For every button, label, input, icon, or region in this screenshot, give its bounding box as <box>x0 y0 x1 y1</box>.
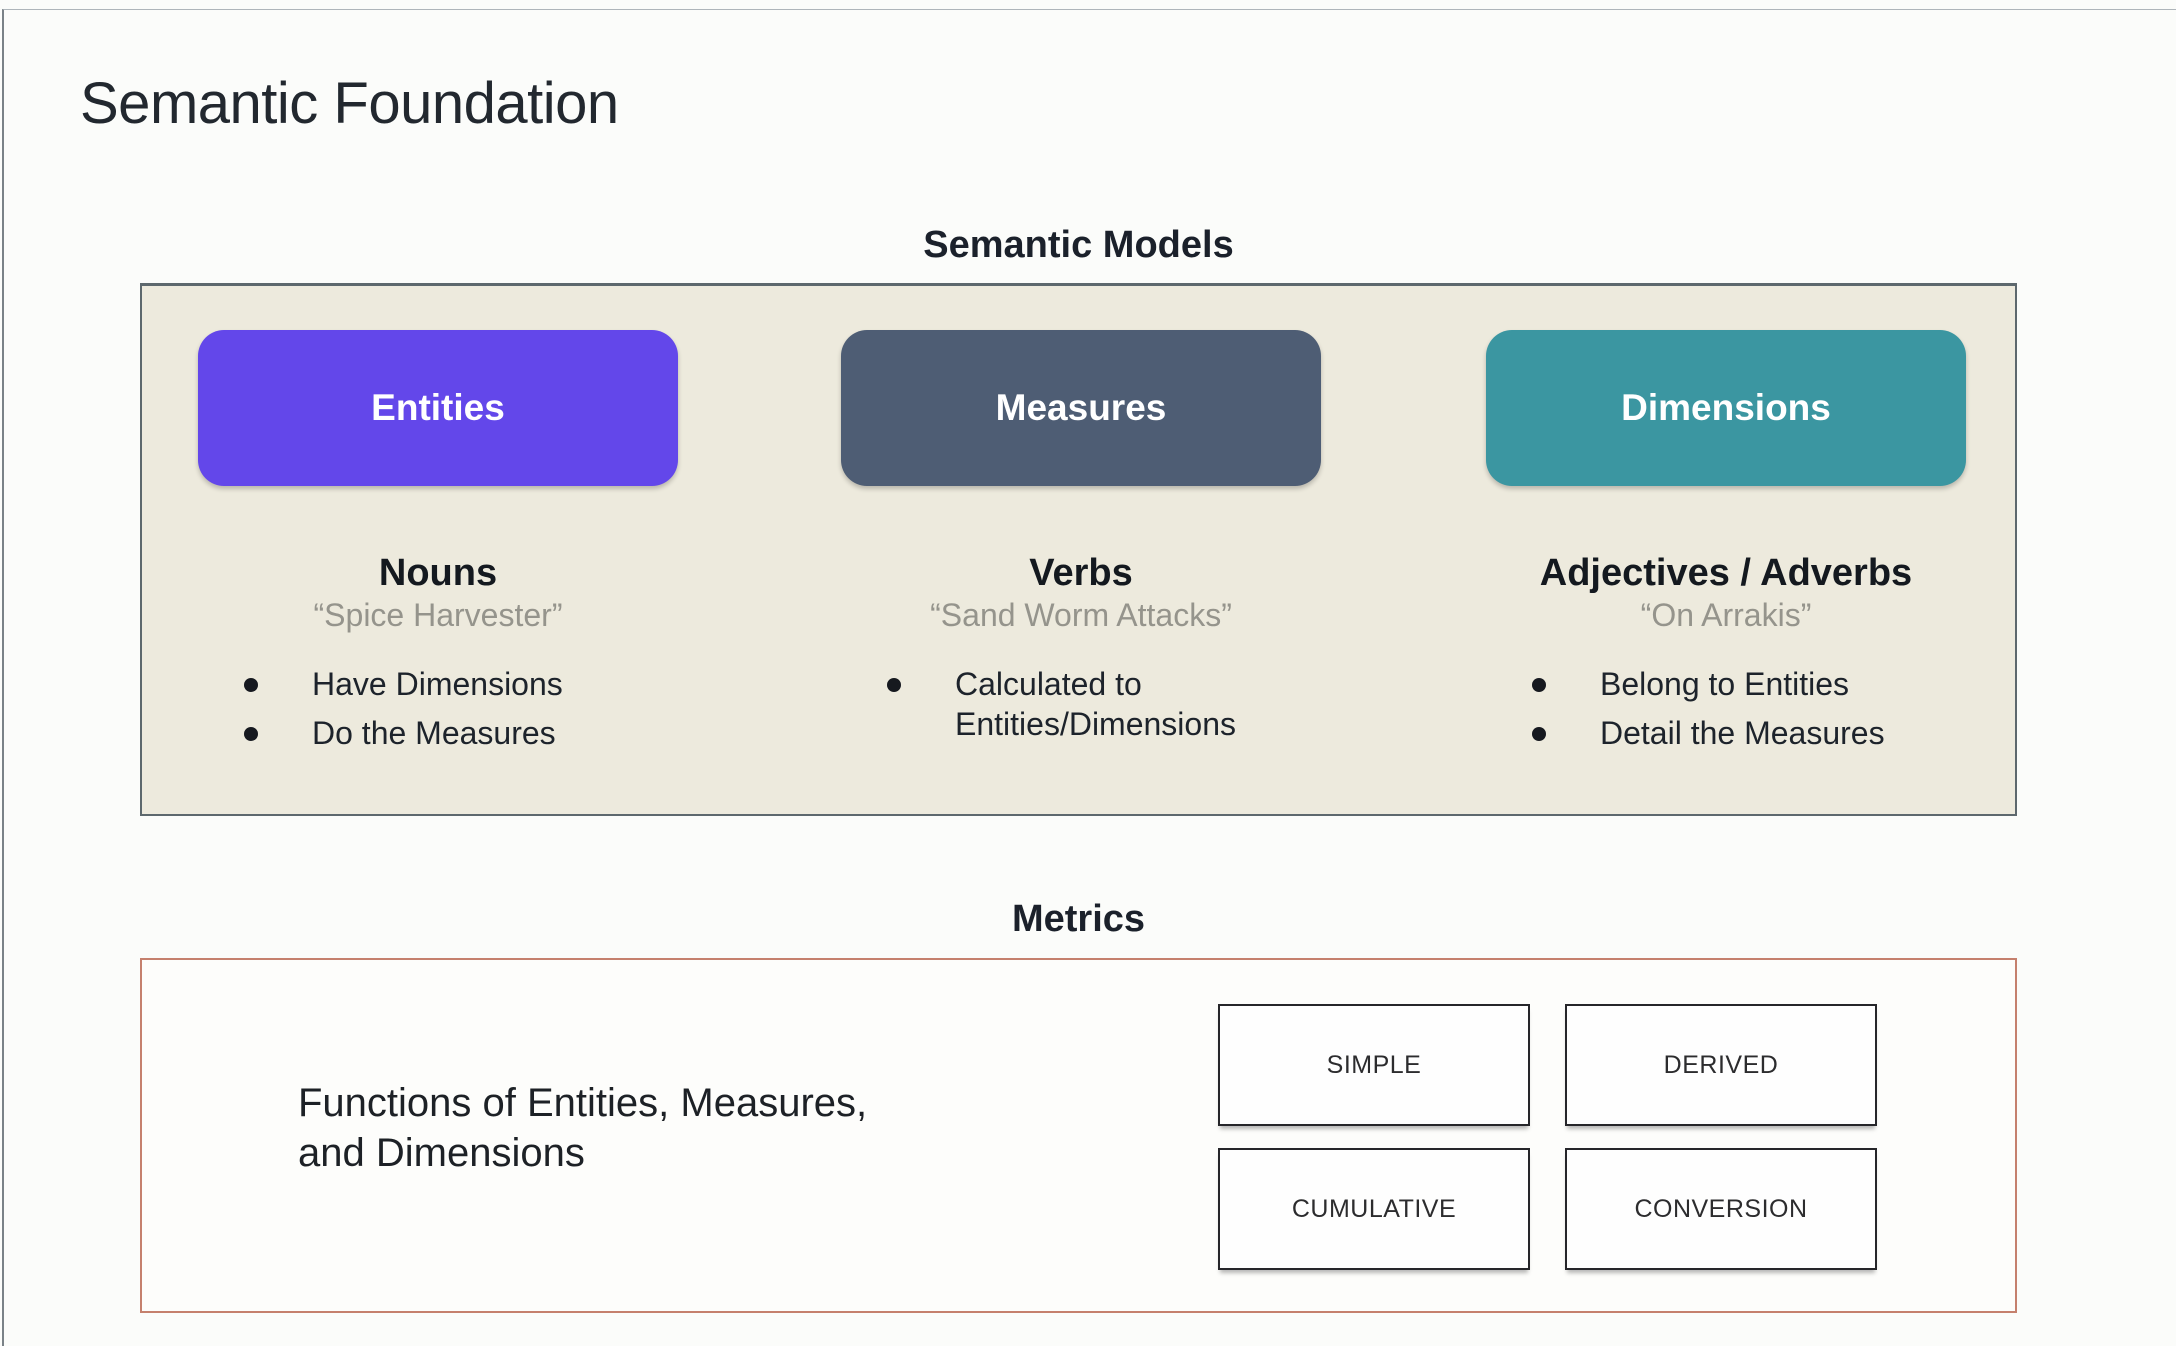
entities-column: Entities Nouns “Spice Harvester” Have Di… <box>178 286 698 814</box>
measures-example-quote: “Sand Worm Attacks” <box>930 597 1232 633</box>
metric-type-grid: SIMPLE DERIVED CUMULATIVE CONVERSION <box>1218 1004 1877 1270</box>
entities-example-quote: “Spice Harvester” <box>313 597 563 633</box>
measures-pill: Measures <box>841 330 1321 486</box>
bullet-item: Calculated to Entities/Dimensions <box>885 664 1285 744</box>
metrics-description: Functions of Entities, Measures, and Dim… <box>298 1081 868 1175</box>
dimensions-bullet-list: Belong to Entities Detail the Measures <box>1530 664 1986 753</box>
metrics-box: Functions of Entities, Measures, and Dim… <box>140 958 2017 1313</box>
dimensions-pill: Dimensions <box>1486 330 1966 486</box>
bullet-item: Belong to Entities <box>1530 664 1930 704</box>
metric-type-conversion: CONVERSION <box>1565 1148 1877 1270</box>
measures-column: Measures Verbs “Sand Worm Attacks” Calcu… <box>821 286 1341 814</box>
semantic-models-box: Entities Nouns “Spice Harvester” Have Di… <box>140 283 2017 816</box>
page-title: Semantic Foundation <box>80 71 619 136</box>
metric-type-simple: SIMPLE <box>1218 1004 1530 1126</box>
metrics-heading: Metrics <box>1011 898 1146 940</box>
bullet-item: Have Dimensions <box>242 664 642 704</box>
metric-type-cumulative: CUMULATIVE <box>1218 1148 1530 1270</box>
entities-pill: Entities <box>198 330 678 486</box>
dimensions-column: Dimensions Adjectives / Adverbs “On Arra… <box>1466 286 1986 814</box>
metric-type-derived: DERIVED <box>1565 1004 1877 1126</box>
bullet-item: Do the Measures <box>242 713 642 753</box>
dimensions-role-heading: Adjectives / Adverbs <box>1539 552 1913 594</box>
bullet-item: Detail the Measures <box>1530 713 1930 753</box>
entities-bullet-list: Have Dimensions Do the Measures <box>242 664 698 753</box>
semantic-models-heading: Semantic Models <box>923 224 1234 266</box>
dimensions-example-quote: “On Arrakis” <box>1640 597 1812 633</box>
entities-role-heading: Nouns <box>378 552 498 594</box>
measures-role-heading: Verbs <box>1029 552 1133 594</box>
measures-bullet-list: Calculated to Entities/Dimensions <box>885 664 1341 744</box>
